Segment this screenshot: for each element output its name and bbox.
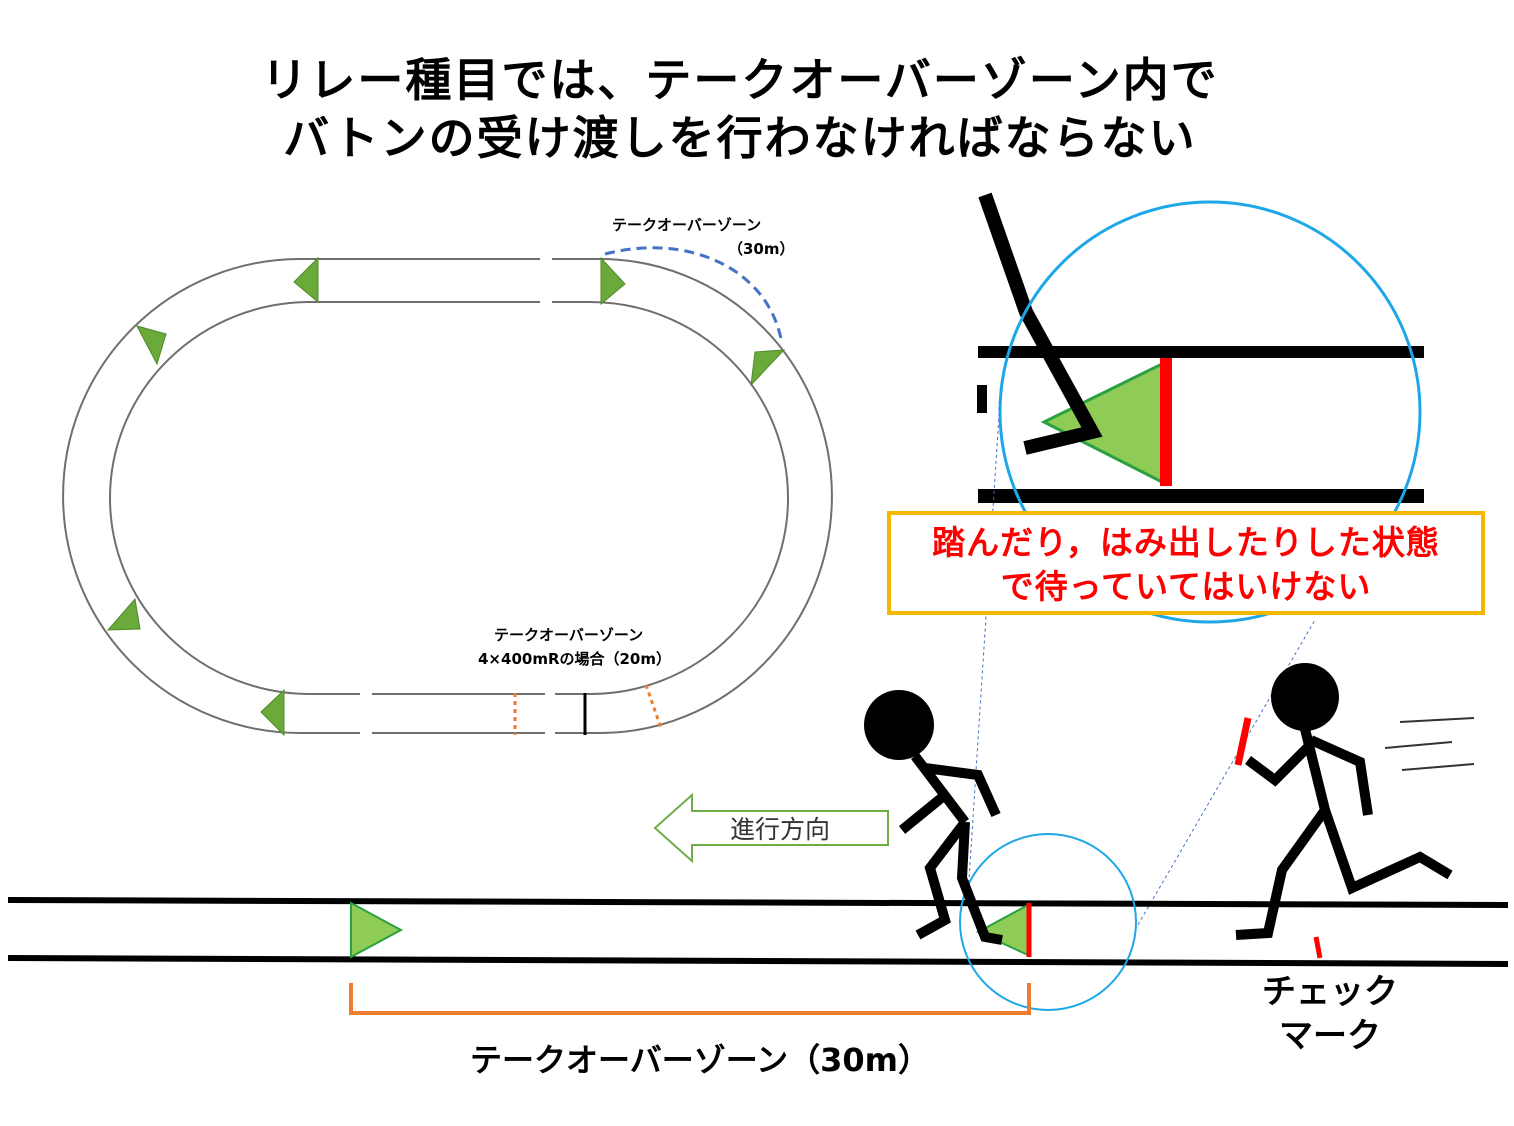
stick-figure-waiting-icon <box>864 690 1003 945</box>
zone-triangle-icon <box>600 256 626 306</box>
checkmark-label-line-1: チェック <box>1262 972 1398 1012</box>
baton-icon <box>1234 717 1252 766</box>
title-line-2: バトンの受け渡しを行わなければならない <box>283 111 1197 165</box>
warning-line-2: で待っていてはいけない <box>1000 567 1372 606</box>
speed-lines-icon <box>1384 717 1475 771</box>
zoom-circle <box>998 200 1422 624</box>
takeover-zone-arc <box>604 246 784 345</box>
track-inner-line <box>109 301 789 695</box>
zone-triangle-icon <box>293 256 319 304</box>
oval-bottom-zone-case: 4×400mRの場合（20m） <box>478 650 672 668</box>
warning-box: 踏んだり，はみ出したりした状態 で待っていてはいけない <box>887 511 1485 615</box>
zone-triangle-icon <box>136 325 167 366</box>
zone-triangle-icon <box>260 688 285 737</box>
track-outer-line <box>62 258 833 734</box>
zoom-source-circle <box>959 833 1137 1011</box>
zone-end-dotted-line <box>644 684 663 729</box>
oval-track <box>62 246 833 737</box>
zone-triangle-icon <box>350 901 404 959</box>
zoom-leg-icon <box>978 192 1103 455</box>
zone-triangle-icon <box>750 349 786 387</box>
straight-track <box>7 833 1509 1015</box>
warning-line-1: 踏んだり，はみ出したりした状態 <box>932 523 1440 562</box>
checkmark-label: チェック マーク <box>1230 970 1430 1058</box>
zone-triangle-icon <box>106 597 141 631</box>
oval-bottom-zone-name: テークオーバーゾーン <box>494 626 644 644</box>
zone-bracket-label: テークオーバーゾーン（30m） <box>470 1041 930 1079</box>
oval-top-zone-name: テークオーバーゾーン <box>612 216 762 234</box>
zoom-inset <box>977 192 1424 624</box>
checkmark-red-mark <box>1313 936 1323 959</box>
oval-top-zone-length: （30m） <box>728 240 795 258</box>
stick-figure-running-with-baton-icon <box>1235 663 1453 940</box>
direction-label: 進行方向 <box>729 815 830 844</box>
title-line-1: リレー種目では、テークオーバーゾーン内で <box>261 53 1219 107</box>
checkmark-label-line-2: マーク <box>1279 1016 1381 1056</box>
zone-bracket <box>349 983 1031 1015</box>
left-arrow-icon <box>653 792 889 864</box>
